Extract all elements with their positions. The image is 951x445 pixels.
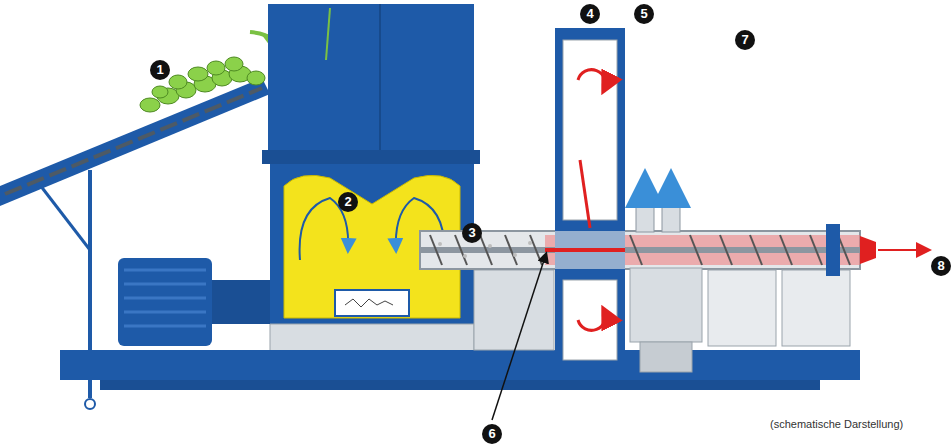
callout-number: 1 [150,60,170,80]
callout-number: 2 [338,192,358,212]
caption-text: (schematische Darstellung) [770,418,903,430]
callout-number: 3 [462,223,482,243]
callout-number: 6 [482,424,502,444]
callout-number: 7 [735,30,755,50]
callout-number: 5 [634,4,654,24]
callout-number: 8 [931,256,951,276]
callout-number: 4 [580,4,600,24]
